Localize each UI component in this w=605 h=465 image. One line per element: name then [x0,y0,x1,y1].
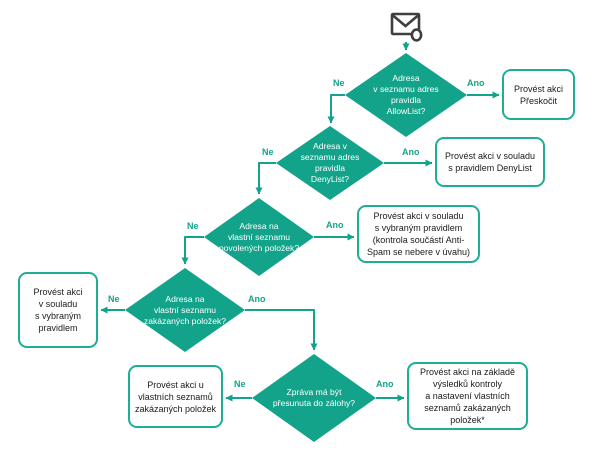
action-box-skip: Provést akci Přeskočit [502,69,575,120]
arrow-personal-deny-yes [245,309,318,351]
email-message-icon [390,12,423,42]
action-box-selected-rule: Provést akci v souladu s vybraným pravid… [18,272,98,348]
label-personal-allow-yes: Ano [326,220,344,230]
label-personal-deny-no: Ne [108,294,120,304]
action-box-selected-rule-antispam: Provést akci v souladu s vybraným pravid… [357,205,480,263]
action-box-denylist-rule: Provést akci v souladu s pravidlem DenyL… [435,137,545,187]
arrow-allowlist-no [327,94,345,124]
label-denylist-yes: Ano [402,147,420,157]
label-personal-allow-no: Ne [187,221,199,231]
action-box-personal-deny-lists: Provést akci u vlastních seznamů zakázan… [128,365,223,428]
action-box-backup-check-result: Provést akci na základě výsledků kontrol… [407,362,528,430]
label-denylist-no: Ne [262,147,274,157]
arrow-personal-allow-no [181,236,204,265]
arrow-denylist-no [255,162,276,195]
label-allowlist-no: Ne [333,78,345,88]
label-backup-yes: Ano [376,379,394,389]
label-backup-no: Ne [234,379,246,389]
label-allowlist-yes: Ano [467,78,485,88]
label-personal-deny-yes: Ano [248,294,266,304]
